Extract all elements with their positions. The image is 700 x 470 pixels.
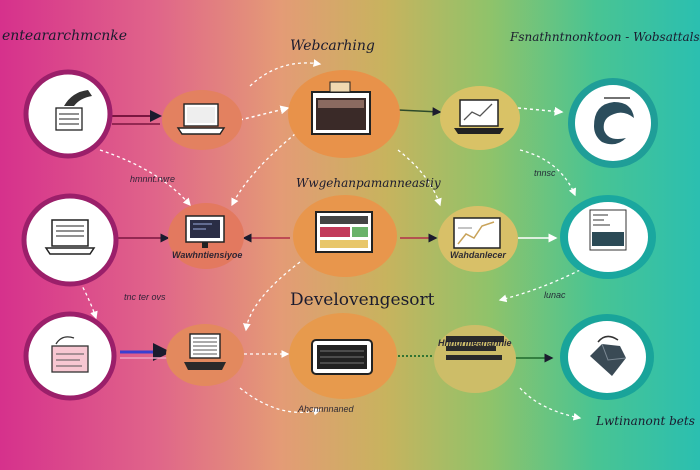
node-col2-row3 xyxy=(166,324,244,386)
arrow-r1-3 xyxy=(397,107,442,117)
arrow-r1-2 xyxy=(239,105,290,121)
laptop-chart-icon xyxy=(453,217,501,249)
laptop-chart-icon xyxy=(454,99,504,134)
node-col3-row2 xyxy=(293,195,397,277)
label-row3-right-note: Hhhurmeanahnie xyxy=(438,338,512,348)
dashboard-window-icon xyxy=(315,211,373,253)
node-col2-row2 xyxy=(168,203,244,269)
label-row1-mid: Wwgehanpamanneastiy xyxy=(296,176,441,190)
arrow-r1-top xyxy=(249,59,322,87)
label-row2-left-node: Wawhntiensiyoe xyxy=(172,250,243,260)
arrow-cross-1 xyxy=(99,149,191,206)
label-bottom-right: Lwtinanont bets xyxy=(596,414,695,428)
laptop-icon xyxy=(176,103,226,135)
browser-window-icon xyxy=(311,81,371,135)
arrow-down-1 xyxy=(79,281,98,320)
label-small-r2b: lunac xyxy=(544,290,566,300)
node-col4-row3 xyxy=(434,325,516,393)
arrow-cross-4 xyxy=(519,149,577,197)
globe-logo-icon xyxy=(594,97,634,145)
node-col5-row2 xyxy=(560,195,656,279)
node-col5-row3 xyxy=(560,314,654,400)
arrow-down-2 xyxy=(242,261,301,332)
gem-icon xyxy=(590,335,627,376)
keyboard-laptop-icon xyxy=(184,333,226,370)
node-col4-row2 xyxy=(438,206,518,272)
document-bars-icon xyxy=(446,336,504,360)
node-col1-row3 xyxy=(23,311,117,401)
arrow-r3-bottom xyxy=(239,387,322,416)
label-top-left: enteararchmcnke xyxy=(2,28,128,44)
arrow-cross-2 xyxy=(231,129,301,207)
label-row3-big: Develovengesort xyxy=(290,290,435,310)
label-bottom-center: Ahcnnnnaned xyxy=(298,404,354,414)
laptop-icon xyxy=(44,219,96,255)
code-screen-icon xyxy=(589,209,627,251)
node-col1-row2 xyxy=(21,193,119,287)
node-col2-row1 xyxy=(162,90,242,150)
document-hand-icon xyxy=(55,90,92,131)
card-icon xyxy=(51,336,89,373)
label-top-right: Fsnathntnonktoon - Wobsattalsstay xyxy=(510,30,700,44)
label-row2-right-node: Wahdanlecer xyxy=(450,250,506,260)
monitor-icon xyxy=(185,215,225,248)
node-col5-row1 xyxy=(568,78,658,168)
tablet-icon xyxy=(311,339,373,375)
label-top-center: Webcarhing xyxy=(290,38,375,54)
arrow-r1-4 xyxy=(517,106,564,116)
label-small-r1: hmnnt.rwre xyxy=(130,174,176,184)
node-col1-row1 xyxy=(23,69,113,159)
node-col4-row1 xyxy=(440,86,520,150)
label-small-r2: tnc ter ovs xyxy=(124,292,166,302)
arrow-r3-br xyxy=(519,387,582,421)
node-col3-row1 xyxy=(288,70,400,158)
arrow-down-3 xyxy=(498,269,581,303)
arrow-cross-3 xyxy=(397,149,442,207)
label-small-r3: tnnsc xyxy=(534,168,556,178)
node-col3-row3 xyxy=(289,313,397,399)
